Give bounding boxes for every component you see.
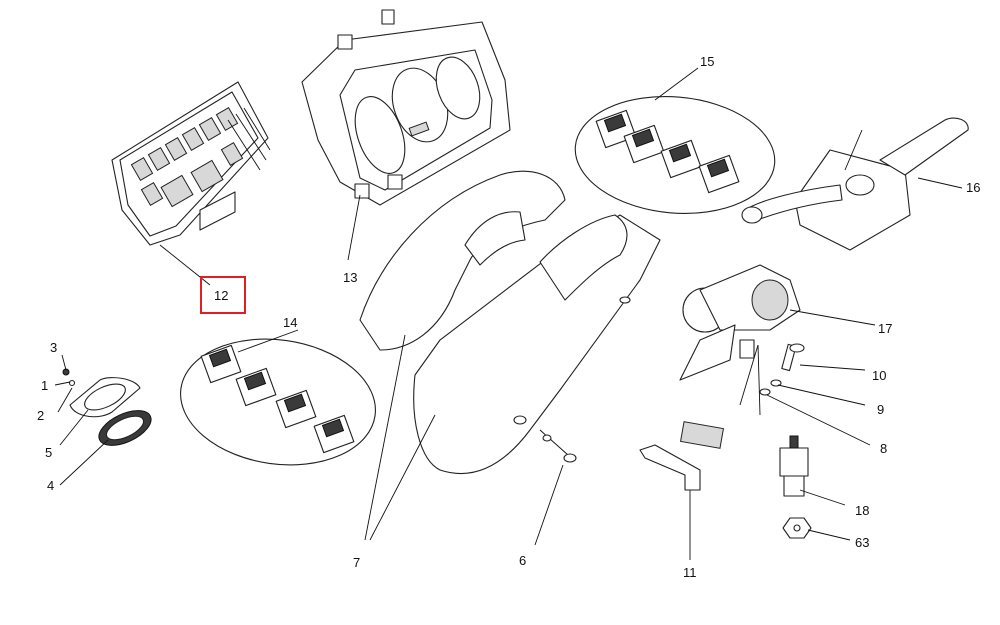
part-14-rocker-switch-set[interactable] <box>172 327 383 477</box>
callout-6[interactable]: 6 <box>519 553 526 568</box>
part-6-bolt[interactable] <box>539 429 577 463</box>
part-1-washer[interactable] <box>68 379 76 387</box>
callout-18[interactable]: 18 <box>855 503 869 518</box>
leader-lines <box>54 67 963 560</box>
callout-13[interactable]: 13 <box>343 270 357 285</box>
callout-15[interactable]: 15 <box>700 54 714 69</box>
part-63-nut[interactable] <box>782 517 812 539</box>
part-17-ignition-switch[interactable] <box>679 264 801 381</box>
part-9-washer[interactable] <box>770 379 782 387</box>
callout-3[interactable]: 3 <box>50 340 57 355</box>
callout-63[interactable]: 63 <box>855 535 869 550</box>
callout-16[interactable]: 16 <box>966 180 980 195</box>
callout-9[interactable]: 9 <box>877 402 884 417</box>
part-7-steering-column-covers[interactable] <box>359 170 661 475</box>
highlight-box-12 <box>200 276 246 314</box>
part-18-pressure-sensor[interactable] <box>779 435 809 497</box>
callout-14[interactable]: 14 <box>283 315 297 330</box>
callout-2[interactable]: 2 <box>37 408 44 423</box>
part-12-fuse-relay-box[interactable] <box>111 81 271 246</box>
callout-17[interactable]: 17 <box>878 321 892 336</box>
part-10-screw[interactable] <box>781 343 805 372</box>
part-5-grommet-plate[interactable] <box>69 377 141 418</box>
callout-7[interactable]: 7 <box>353 555 360 570</box>
callout-labels: 12 13 14 15 16 17 10 9 8 7 6 11 18 63 3 … <box>37 54 980 580</box>
callout-4[interactable]: 4 <box>47 478 54 493</box>
part-13-instrument-cluster[interactable] <box>301 9 511 206</box>
callout-5[interactable]: 5 <box>45 445 52 460</box>
callout-12[interactable]: 12 <box>214 288 228 303</box>
part-11-bracket[interactable] <box>639 421 725 491</box>
callout-11[interactable]: 11 <box>683 565 697 580</box>
callout-8[interactable]: 8 <box>880 441 887 456</box>
part-4-rubber-seal[interactable] <box>94 403 157 452</box>
part-16-combination-switch[interactable] <box>741 117 969 251</box>
part-8-washer[interactable] <box>759 388 771 396</box>
part-15-rocker-switch-set[interactable] <box>570 89 779 222</box>
callout-1[interactable]: 1 <box>41 378 48 393</box>
callout-10[interactable]: 10 <box>872 368 886 383</box>
